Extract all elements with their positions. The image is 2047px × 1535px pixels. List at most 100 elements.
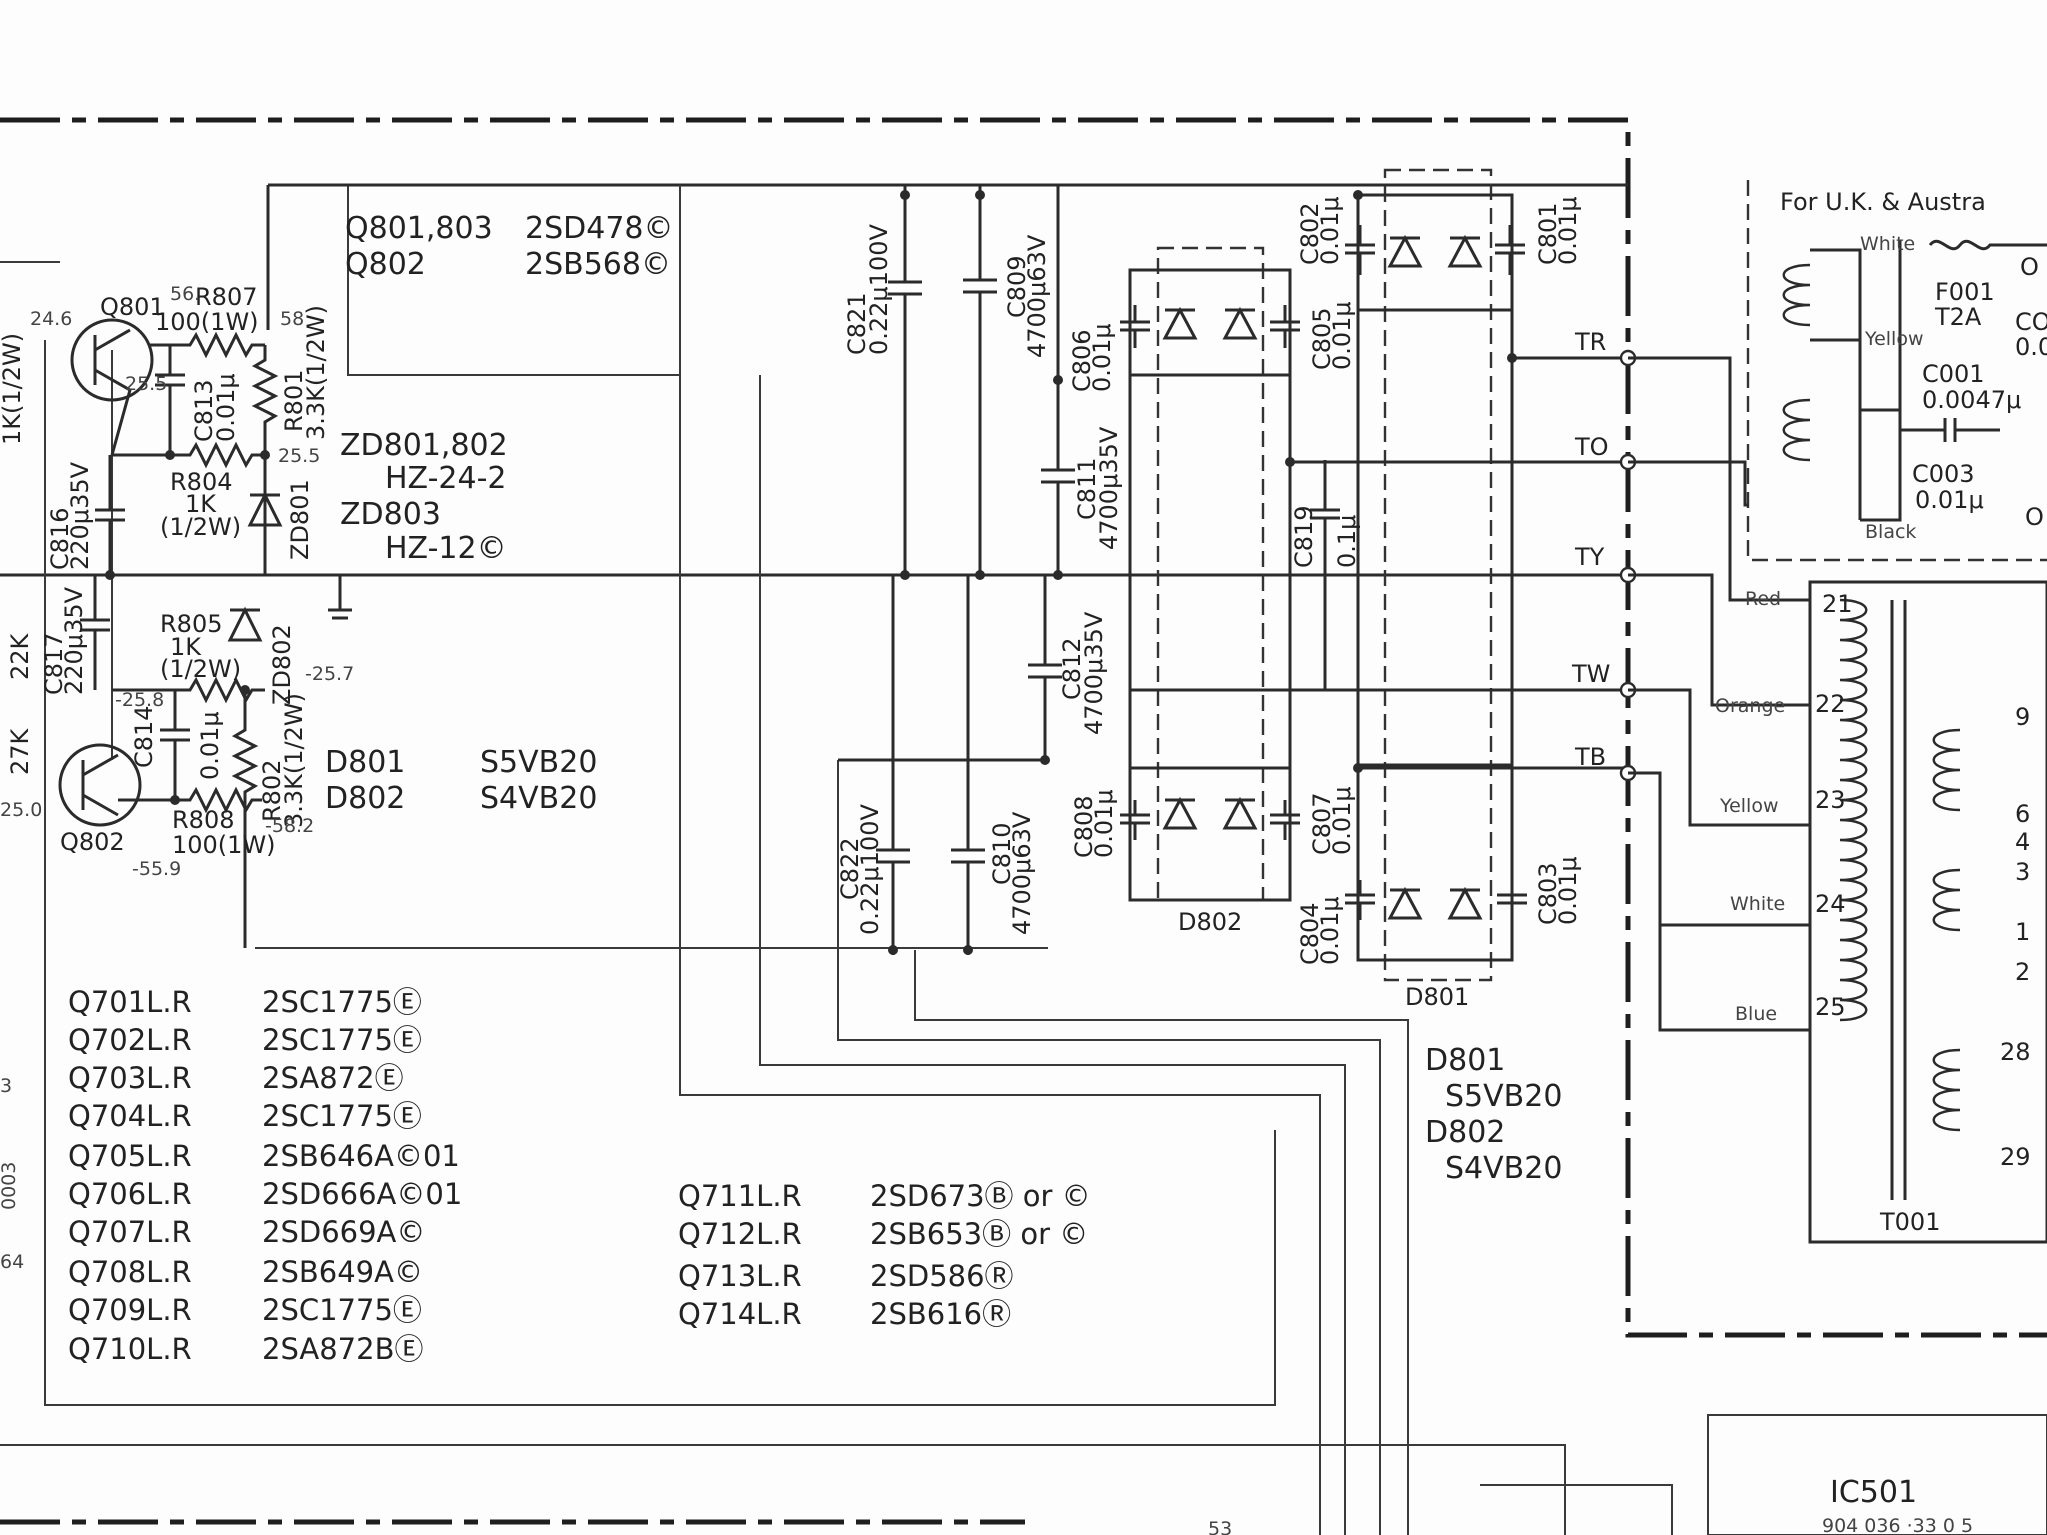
d801-diode-2 [1447,234,1483,268]
c814-cap [160,690,190,800]
tbl-l-ref-4: Q705L.R [68,1139,192,1173]
edge-frag-1: 3 [0,1075,12,1097]
uk-coil-2 [1782,398,1811,462]
r804-resistor [112,441,265,469]
r801-resistor [251,345,279,575]
board-outline-top [0,117,2047,1338]
r807-ref: R807 [195,283,257,311]
tbl-l-ref-2: Q703L.R [68,1061,192,1095]
c809-value: 4700μ63V [1023,234,1051,358]
q-group-2-type: 2SB568© [525,247,671,282]
c817-cap [80,575,110,690]
c819-value: 0.1μ [1333,515,1361,568]
wire-orange [1628,573,1810,707]
wire-color-2: Yellow [1719,795,1779,817]
d-group-2-parts: D802 [325,781,405,816]
bus-d [914,950,1409,1535]
c819-ref: C819 [1290,505,1318,568]
tbl-r-ref-0: Q711L.R [678,1179,802,1213]
c805-value: 0.01μ [1328,301,1356,370]
c822-value: 0.22μ100V [856,803,884,935]
tbl-l-ref-8: Q709L.R [68,1293,192,1327]
c802-cap [1345,225,1375,275]
r805-value: 1K [170,633,202,661]
c804-ref: C804 [1296,902,1324,965]
c803-ref: C803 [1534,862,1562,925]
c822-ref: C822 [836,837,864,900]
wire-color-0: Red [1745,588,1781,610]
box-left [44,340,1276,1406]
voltage-3: 58 [280,308,304,330]
f001-value: T2A [1934,303,1982,331]
t001-core [1890,600,1907,1200]
rail-top [266,183,1628,330]
r808-resistor [118,786,262,814]
bus-e [0,1444,1566,1535]
uk-box-outline [1746,180,2047,562]
r804-power: (1/2W) [160,513,241,541]
uk-black: Black [1865,521,1916,543]
sec-pin-6: 28 [2000,1038,2031,1066]
r804-value: 1K [185,490,217,518]
c809-cap [963,185,997,575]
zd-group-2-type: HZ-12© [385,531,507,566]
tbl-r-ref-1: Q712L.R [678,1217,802,1251]
r807-value: 100(1W) [155,308,259,336]
c804-cap [1345,880,1375,920]
c808-cap [1120,800,1150,840]
tbl-l-type-2: 2SA872Ⓔ [262,1061,404,1095]
transistor-table-right: Q711L.R 2SD673Ⓑ or © Q712L.R 2SB653Ⓑ or … [678,1179,1091,1331]
t001-frame [1808,580,2047,1244]
c812-cap [1028,575,1062,760]
c821-value: 0.22μ100V [865,223,893,355]
c821-cap [888,185,922,575]
ground-symbol [328,575,352,620]
q802-label: Q802 [60,828,125,856]
r804-ref: R804 [170,468,232,496]
r802-value: 3.3K(1/2W) [280,693,308,828]
sec-pin-3: 3 [2015,858,2030,886]
bus-b [759,375,1346,1535]
d-lower-1-parts: D801 [1425,1043,1505,1078]
terminal-ty-label: TY [1574,543,1605,571]
sec-pin-7: 29 [2000,1143,2031,1171]
uk-wiring [1810,240,1902,522]
c816-value: 220μ35V [66,461,94,570]
sec-pin-2: 4 [2015,828,2030,856]
voltage-6: -25.7 [305,663,354,685]
tbl-l-ref-5: Q706L.R [68,1177,192,1211]
c805-cap [1270,305,1300,348]
wire-pin-3: 24 [1815,890,1846,918]
uk-yellow: Yellow [1864,328,1924,350]
tbl-l-type-7: 2SB649A© [262,1255,423,1289]
c805-ref: C805 [1308,307,1336,370]
wire-pin-2: 23 [1815,786,1846,814]
edge-frag-2: 0003 [0,1162,20,1210]
t001-sec-coil-2 [1932,868,1961,932]
c804-value: 0.01μ [1316,896,1344,965]
zd802-zener [227,606,263,642]
q802-transistor [58,743,142,827]
tbl-l-type-4: 2SB646A©01 [262,1139,460,1173]
ic501-ref: IC501 [1830,1475,1917,1510]
c810-ref: C810 [988,822,1016,885]
tbl-l-ref-9: Q710L.R [68,1332,192,1366]
uk-coil-1 [1782,263,1811,327]
c806-cap [1120,305,1150,348]
sec-pin-0: 9 [2015,703,2030,731]
voltage-8: -58.2 [265,815,314,837]
c813-ref: C813 [190,379,218,442]
tbl-l-type-9: 2SA872BⒺ [262,1332,423,1366]
wire-pin-1: 22 [1815,690,1846,718]
tbl-l-ref-6: Q707L.R [68,1215,192,1249]
terminal-tb-label: TB [1574,743,1606,771]
wire-pin-0: 21 [1822,590,1853,618]
voltage-5: 25.5 [278,445,320,467]
c819-cap [1310,460,1340,690]
d801-diode-1 [1387,234,1423,268]
c817-ref: C817 [40,632,68,695]
q801-label: Q801 [100,293,165,321]
left-edge-resistor-b: 22K [6,632,34,680]
left-edge-resistor-a: 1K(1/2W) [0,333,26,445]
c802-value: 0.01μ [1316,196,1344,265]
